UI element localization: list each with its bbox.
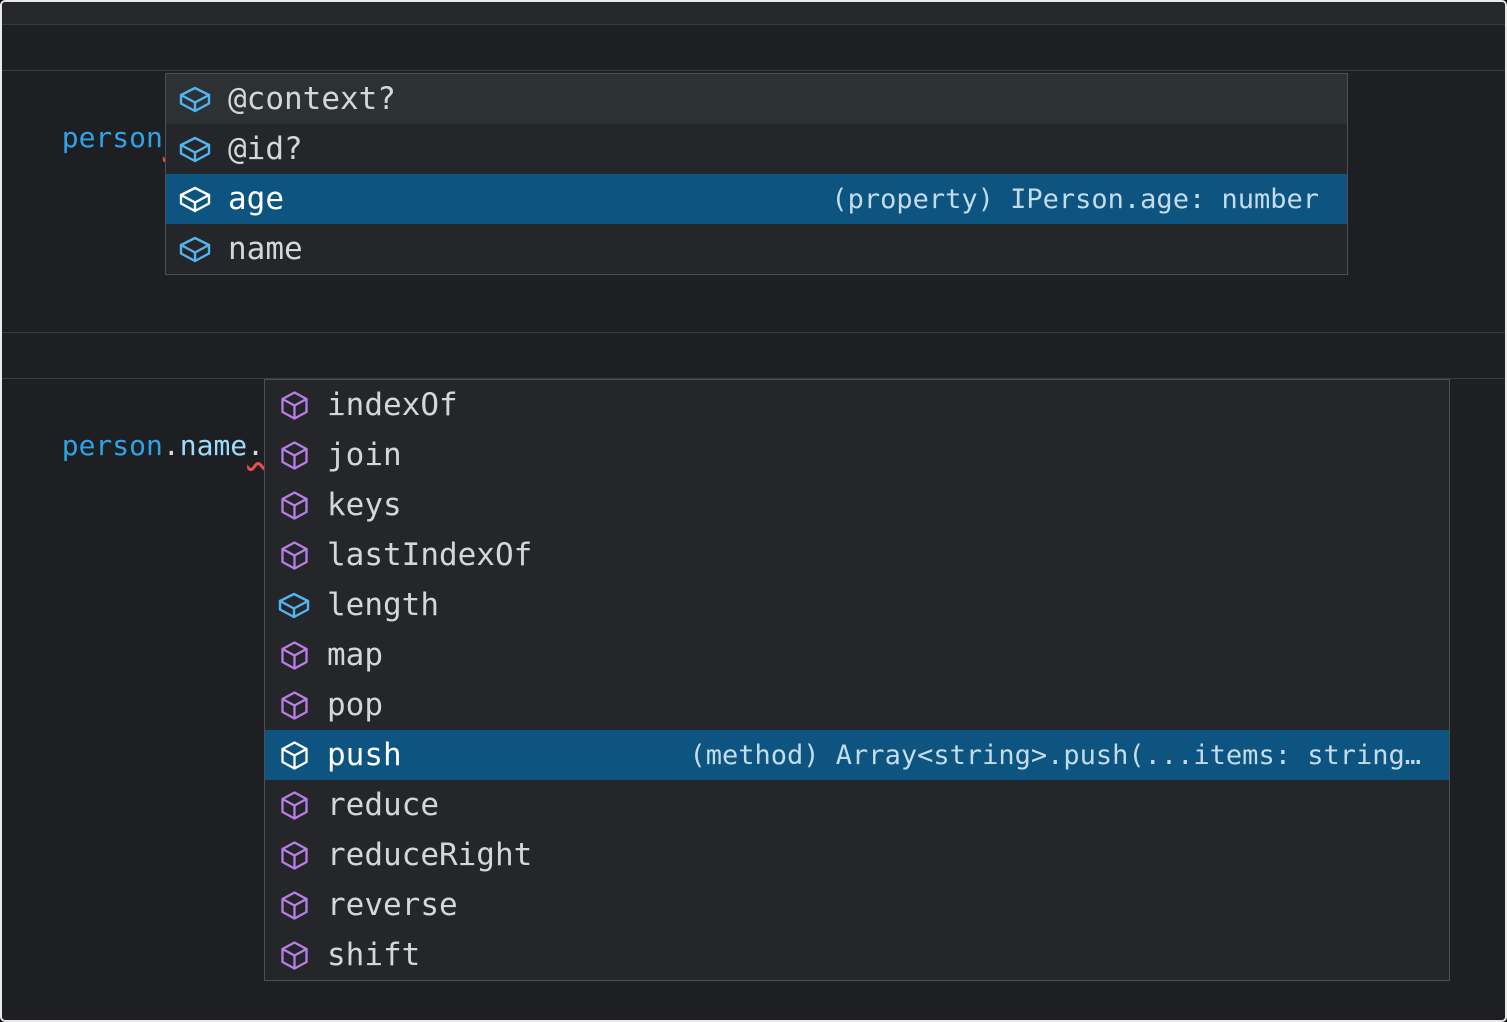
- suggest-widget-person-name: indexOf join: [264, 379, 1450, 981]
- suggestion-item[interactable]: reverse: [265, 880, 1449, 930]
- suggestion-label: keys: [327, 487, 402, 523]
- suggestion-label: map: [327, 637, 383, 673]
- suggestion-label: @context?: [228, 81, 396, 117]
- suggestion-item[interactable]: join: [265, 430, 1449, 480]
- code-line-person[interactable]: person.;: [2, 24, 1505, 71]
- symbol-method-icon: [276, 940, 312, 971]
- suggestion-label: @id?: [228, 131, 303, 167]
- suggestion-item[interactable]: pop: [265, 680, 1449, 730]
- suggestion-item[interactable]: length: [265, 580, 1449, 630]
- suggestion-item[interactable]: keys: [265, 480, 1449, 530]
- symbol-method-icon: [276, 540, 312, 571]
- suggestion-label: reduce: [327, 787, 439, 823]
- symbol-method-icon: [276, 840, 312, 871]
- suggestion-label: reduceRight: [327, 837, 532, 873]
- symbol-method-icon: [276, 690, 312, 721]
- code-token: .: [163, 429, 180, 462]
- suggestion-item[interactable]: indexOf: [265, 380, 1449, 430]
- suggestion-item[interactable]: @id?: [166, 124, 1347, 174]
- suggestion-item[interactable]: shift: [265, 930, 1449, 980]
- suggestion-label: name: [228, 231, 303, 267]
- code-line-person-name[interactable]: person.name.;: [2, 332, 1505, 379]
- suggestion-label: length: [327, 587, 439, 623]
- code-token: .: [247, 429, 264, 462]
- symbol-method-icon: [276, 490, 312, 521]
- code-token: person: [62, 429, 163, 462]
- symbol-method-icon: [276, 440, 312, 471]
- suggestion-label: indexOf: [327, 387, 458, 423]
- symbol-field-icon: [177, 85, 213, 114]
- symbol-field-icon: [177, 135, 213, 164]
- suggestion-label: shift: [327, 937, 420, 973]
- symbol-method-icon: [276, 740, 312, 771]
- suggestion-item[interactable]: lastIndexOf: [265, 530, 1449, 580]
- suggestion-item[interactable]: push (method) Array<string>.push(...item…: [265, 730, 1449, 780]
- suggestion-label: reverse: [327, 887, 458, 923]
- code-token: name: [180, 429, 247, 462]
- suggestion-item[interactable]: map: [265, 630, 1449, 680]
- suggestion-label: join: [327, 437, 402, 473]
- suggestion-detail: (method) Array<string>.push(...items: st…: [690, 740, 1450, 771]
- symbol-method-icon: [276, 790, 312, 821]
- symbol-field-icon: [177, 235, 213, 264]
- suggestion-item[interactable]: age (property) IPerson.age: number: [166, 174, 1347, 224]
- symbol-method-icon: [276, 390, 312, 421]
- editor-top-strip: [2, 2, 1505, 24]
- symbol-method-icon: [276, 890, 312, 921]
- suggestion-label: pop: [327, 687, 383, 723]
- suggestion-label: lastIndexOf: [327, 537, 532, 573]
- symbol-method-icon: [276, 640, 312, 671]
- suggestion-item[interactable]: reduce: [265, 780, 1449, 830]
- symbol-field-icon: [177, 185, 213, 214]
- suggestion-item[interactable]: reduceRight: [265, 830, 1449, 880]
- symbol-field-icon: [276, 591, 312, 620]
- suggestion-label: age: [228, 181, 284, 217]
- code-token: person: [62, 121, 163, 154]
- suggestion-detail: (property) IPerson.age: number: [831, 184, 1347, 215]
- suggest-widget-person: @context? @id?: [165, 73, 1348, 275]
- suggestion-label: push: [327, 737, 402, 773]
- suggestion-item[interactable]: name: [166, 224, 1347, 274]
- suggestion-item[interactable]: @context?: [166, 74, 1347, 124]
